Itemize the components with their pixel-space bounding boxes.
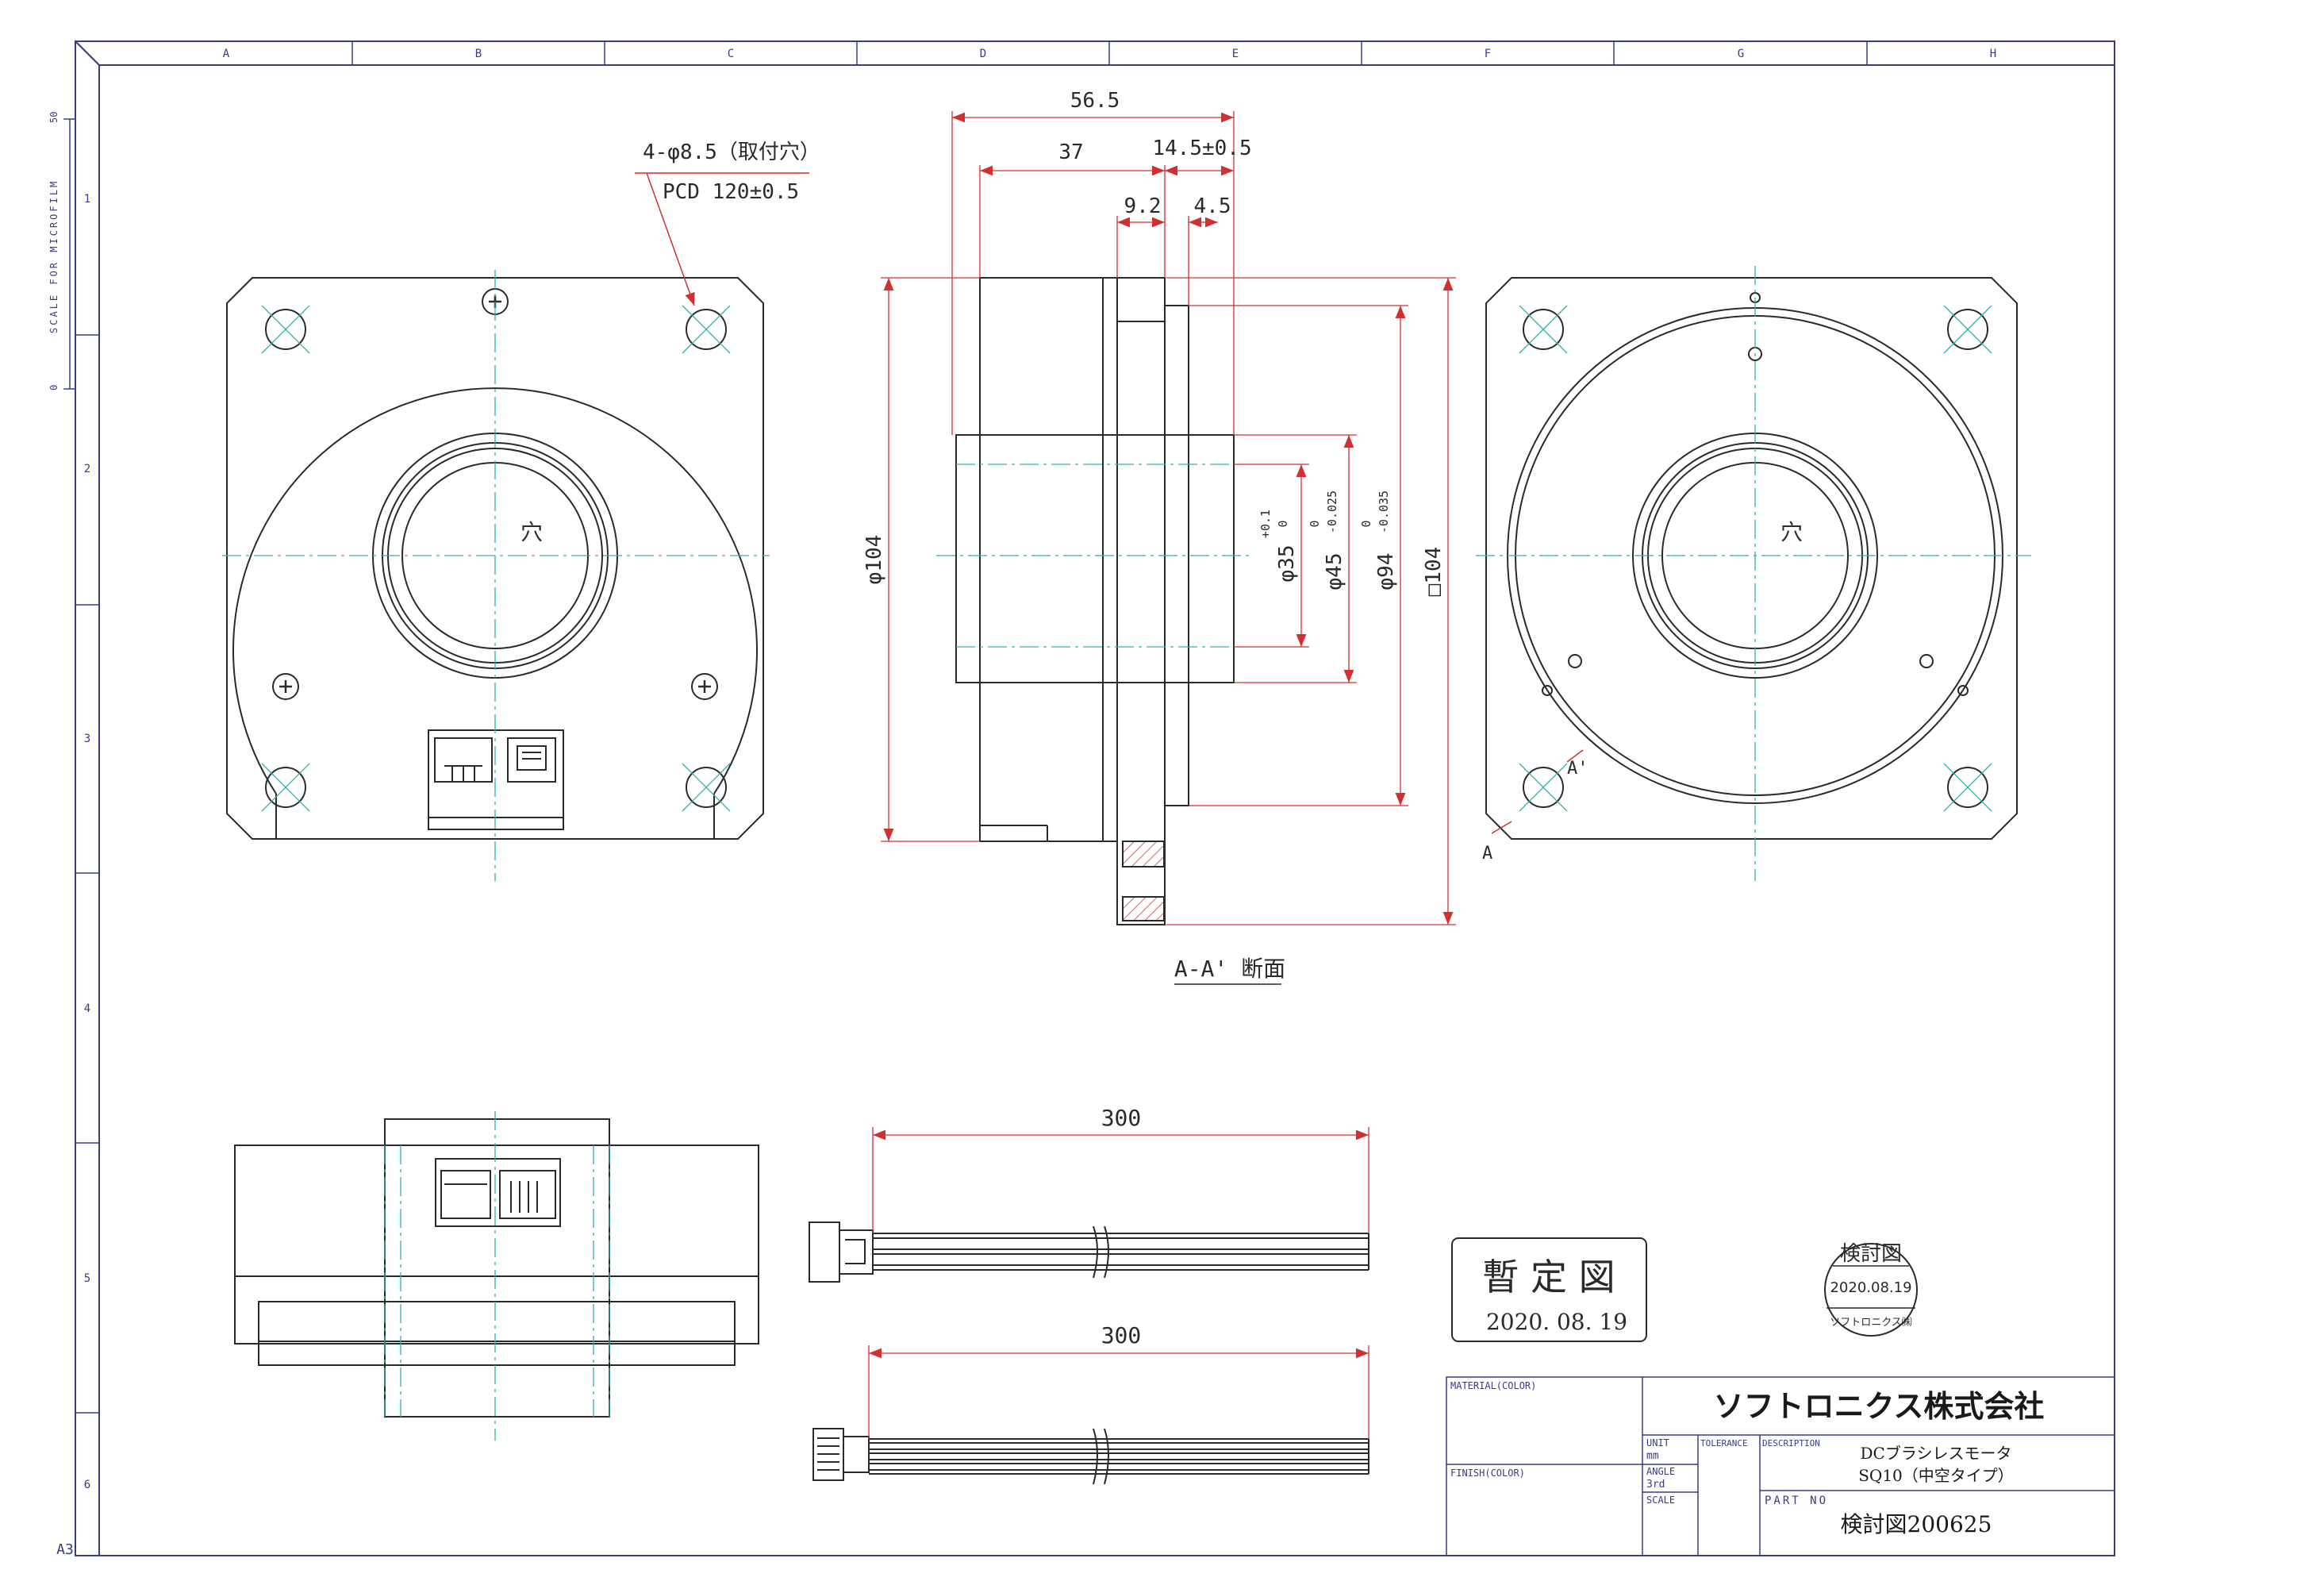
mount-hole-icon (1523, 309, 1988, 808)
hole-label-left: 穴 (520, 519, 543, 545)
section-hatch (1122, 896, 1165, 921)
section-dimensions (881, 111, 1456, 925)
title-block-text: MATERIAL(COLOR) FINISH(COLOR) ソフトロニクス株式会… (1450, 1380, 2044, 1537)
dim-dia94: φ94 (1374, 553, 1398, 591)
dim-56-5: 56.5 (1070, 89, 1120, 113)
review-company: ソフトロニクス㈱ (1830, 1317, 1912, 1329)
section-label: A-A' 断面 (1174, 956, 1285, 982)
drawing-border (75, 40, 2115, 1556)
hole-callout: 4-φ8.5（取付穴） PCD 120±0.5 (635, 140, 820, 306)
column-label-b: B (475, 48, 482, 60)
cable-dimensions (868, 1127, 1369, 1439)
review-title: 検討図 (1840, 1242, 1902, 1266)
row-label-2: 2 (84, 463, 90, 475)
side-view-centerlines (384, 1111, 610, 1441)
dim-sq104: □104 (1422, 547, 1446, 597)
part-no: 検討図200625 (1841, 1511, 1992, 1537)
border-labels: A B C D E F G H 1 2 3 4 5 6 A3 (56, 48, 1996, 1558)
review-date: 2020.08.19 (1830, 1279, 1911, 1296)
dim-9-2: 9.2 (1124, 194, 1162, 218)
provisional-date: 2020. 08. 19 (1486, 1309, 1627, 1335)
section-dimension-labels: 56.5 37 14.5±0.5 9.2 4.5 φ104 φ35 +0.1 0… (862, 89, 1446, 596)
microfilm-scale: SCALE FOR MICROFILM 50 0 (48, 112, 75, 390)
review-seal: 検討図 2020.08.19 ソフトロニクス㈱ (1824, 1242, 1918, 1337)
angle-value: 3rd (1646, 1479, 1665, 1491)
rear-view (1485, 277, 2018, 840)
dim-dia35-tol-dn: 0 (1276, 520, 1290, 527)
row-label-5: 5 (84, 1272, 90, 1285)
dim-37: 37 (1058, 140, 1083, 164)
row-label-3: 3 (84, 733, 90, 745)
dim-dia35-tol-up: +0.1 (1258, 510, 1273, 538)
dim-dia45: φ45 (1323, 553, 1346, 591)
column-label-d: D (980, 48, 986, 60)
column-label-g: G (1738, 48, 1744, 60)
column-dividers (351, 41, 1868, 65)
description-line-2: SQ10（中空タイプ） (1858, 1466, 2014, 1485)
row-label-1: 1 (84, 193, 90, 206)
column-label-e: E (1232, 48, 1239, 60)
section-view-centerlines (936, 464, 1254, 648)
mount-hole-icon (265, 309, 727, 808)
cable-assembly-1 (809, 1221, 1369, 1283)
description-line-1: DCブラシレスモータ (1861, 1444, 2012, 1463)
scale-label: SCALE (1646, 1495, 1675, 1506)
scale-0: 0 (48, 385, 60, 390)
side-view (234, 1118, 759, 1418)
section-mark-a2: A' (1567, 759, 1588, 779)
connector-block (428, 729, 564, 830)
company-name: ソフトロニクス株式会社 (1714, 1389, 2045, 1424)
front-view-centerlines (222, 270, 770, 881)
angle-label: ANGLE (1646, 1466, 1675, 1477)
part-no-label: PART NO (1765, 1495, 1828, 1507)
row-label-6: 6 (84, 1479, 90, 1491)
unit-value: mm (1646, 1450, 1659, 1462)
cable-dimension-labels: 300 300 (1101, 1105, 1142, 1348)
provisional-stamp: 暫 定 図 2020. 08. 19 (1451, 1237, 1647, 1342)
section-cut-labels: A A' (1482, 759, 1588, 864)
description-label: DESCRIPTION (1762, 1438, 1820, 1448)
column-label-c: C (728, 48, 734, 60)
row-label-4: 4 (84, 1002, 90, 1015)
section-caption: A-A' 断面 (1174, 956, 1285, 985)
dim-dia45-tol-dn: -0.025 (1325, 491, 1339, 533)
sheet-size-label: A3 (56, 1541, 74, 1558)
scale-text: SCALE FOR MICROFILM (48, 179, 60, 333)
scale-50: 50 (48, 112, 60, 123)
column-label-a: A (223, 48, 230, 60)
unit-label: UNIT (1646, 1437, 1669, 1448)
section-hatch (1122, 841, 1165, 868)
column-label-f: F (1485, 48, 1491, 60)
column-label-h: H (1990, 48, 1996, 60)
section-mark-a: A (1482, 844, 1492, 864)
dim-dia35: φ35 (1275, 545, 1299, 583)
pcd-note: PCD 120±0.5 (663, 180, 799, 204)
section-cut-marks (1491, 749, 1584, 834)
rear-view-centerlines (1476, 266, 2031, 881)
material-label: MATERIAL(COLOR) (1450, 1380, 1536, 1391)
cable-assembly-2 (812, 1428, 1369, 1485)
dim-dia94-tol-up: 0 (1359, 520, 1373, 527)
dim-14-5: 14.5±0.5 (1152, 137, 1251, 160)
provisional-title: 暫 定 図 (1482, 1256, 1615, 1298)
dim-cable-1: 300 (1101, 1105, 1142, 1131)
tolerance-label: TOLERANCE (1700, 1438, 1748, 1448)
finish-label: FINISH(COLOR) (1450, 1468, 1525, 1479)
section-view (955, 277, 1235, 925)
hole-label-right: 穴 (1780, 519, 1803, 545)
dim-dia94-tol-dn: -0.035 (1377, 491, 1391, 533)
hole-note: 4-φ8.5（取付穴） (643, 140, 820, 164)
dim-dia45-tol-up: 0 (1308, 520, 1322, 527)
title-block (1446, 1376, 2115, 1556)
row-dividers (75, 334, 99, 1414)
dim-4-5: 4.5 (1194, 194, 1231, 218)
dim-cable-2: 300 (1101, 1322, 1142, 1348)
dim-dia104: φ104 (862, 535, 886, 585)
